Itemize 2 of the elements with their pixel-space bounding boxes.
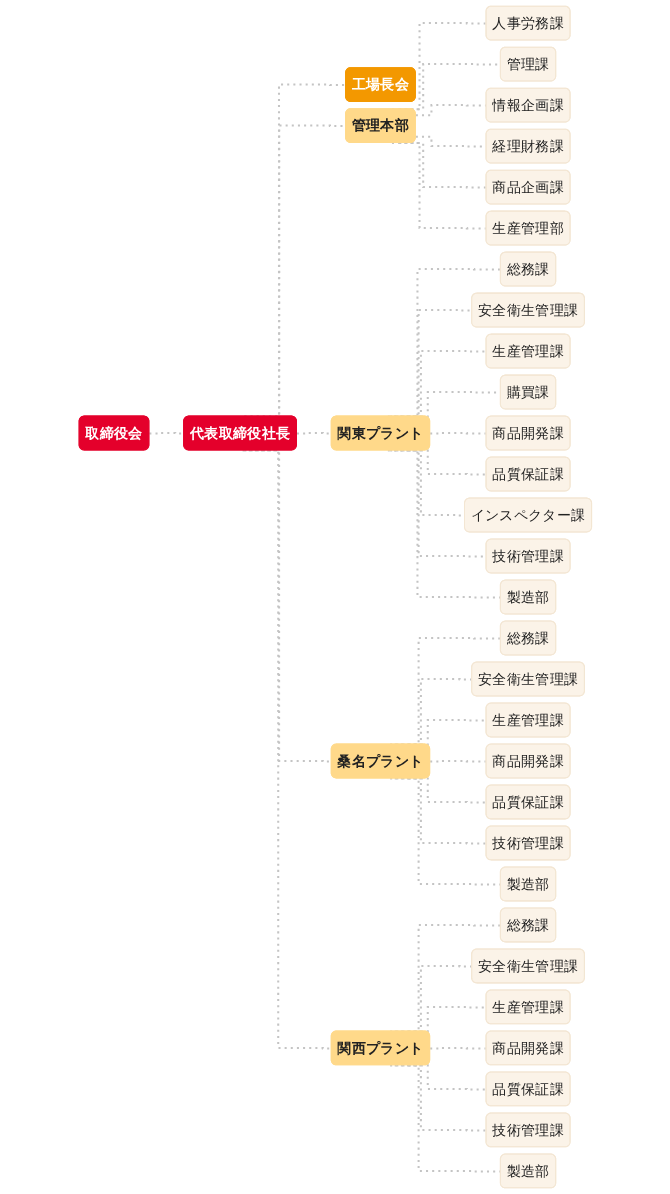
connector — [296, 432, 332, 435]
connector — [149, 432, 184, 435]
